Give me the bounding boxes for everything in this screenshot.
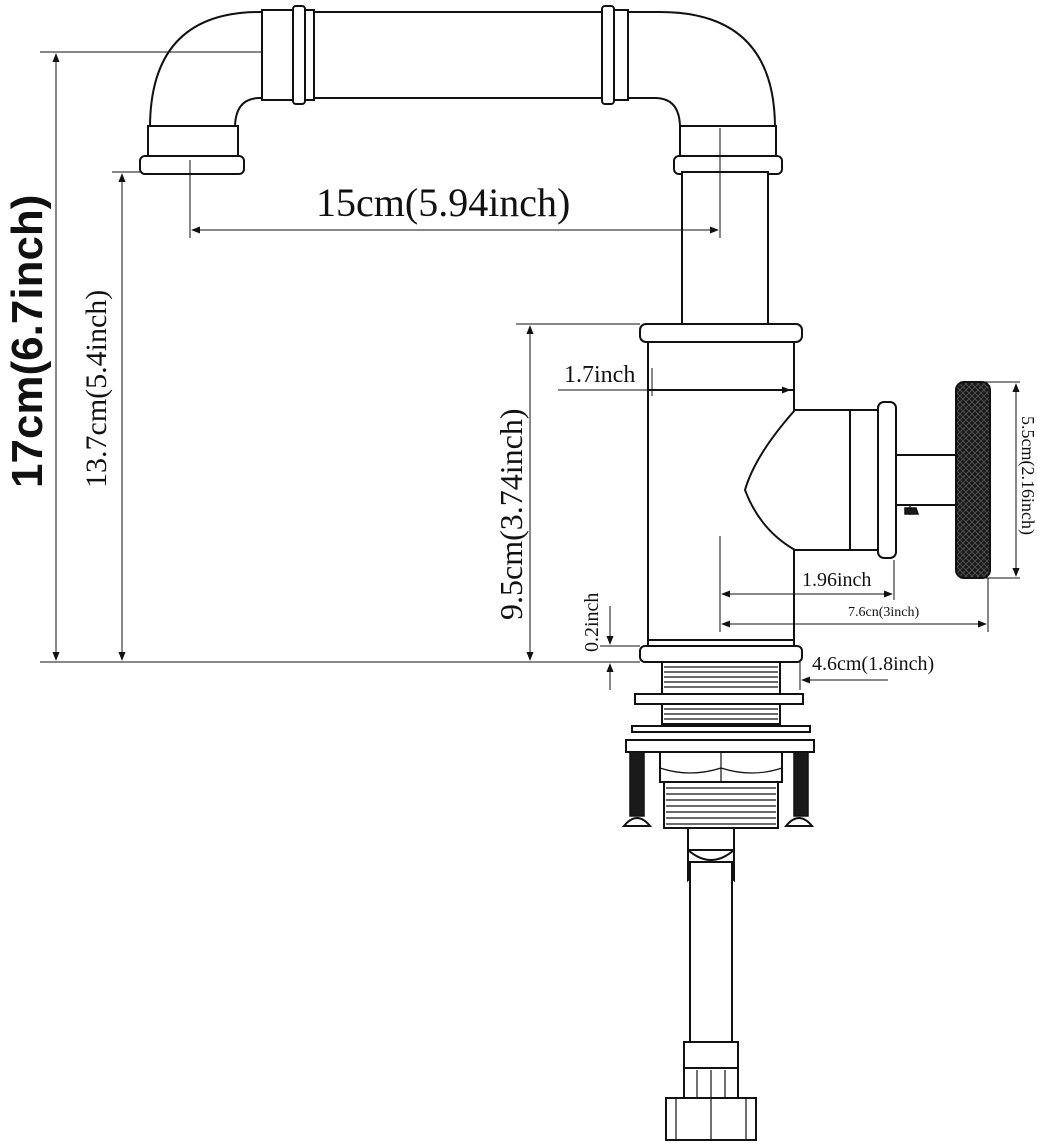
faucet-body [639,323,897,663]
handle-stem [895,454,959,506]
label-base-width: 4.6cm(1.8inch) [812,653,934,675]
mount-bolt-right [793,751,809,817]
body-bottom-rim [639,645,803,663]
body-side-branch [743,409,881,551]
spout-outlet-rim [139,155,245,175]
label-handle-offset: 1.96inch [802,569,871,591]
tail-pipe-top [687,827,735,851]
bolt-cap-right [783,817,815,827]
label-body-width: 1.7inch [564,362,635,388]
dimension-labels: 17cm(6.7inch) 13.7cm(5.4inch) 15cm(5.94i… [3,180,1037,675]
branch-collar [849,409,881,551]
mount-bolt-left [629,751,645,817]
label-body-height: 9.5cm(3.74inch) [493,409,529,621]
spout-top-pipe [148,11,777,129]
label-spout-reach: 15cm(5.94inch) [316,180,570,225]
body-top-collar [647,341,795,391]
branch-rim [877,401,897,559]
spout-coupling-ring-left [292,5,306,105]
hose-ferrule [683,1041,739,1071]
handle-pin [904,507,920,515]
mount-plate [625,739,815,753]
bolt-cap-left [621,817,653,827]
label-spout-height: 13.7cm(5.4inch) [80,290,113,488]
spout-coupling-ring-right [601,5,615,105]
mounting-hardware [621,661,815,1141]
supply-hose [689,861,733,1043]
shank-upper-threads [664,666,778,688]
spout-riser [681,171,769,325]
spout-elbow-collar [679,125,777,157]
spout [139,5,783,325]
label-total-height: 17cm(6.7inch) [3,195,52,488]
handle-knurled-knob [955,381,991,579]
label-handle-span: 7.6cn(3inch) [848,605,919,620]
mount-plate-top [631,725,811,733]
handle [895,381,991,579]
spout-outlet-collar [147,125,239,157]
spout-coupling-left [261,9,315,101]
label-handle-height: 5.5cm(2.16inch) [1017,416,1037,535]
body-top-rim [639,323,803,343]
dimension-lines [40,51,1020,690]
label-base-thickness: 0.2inch [581,593,603,652]
base-washer [634,693,804,705]
shank-lower [663,781,779,829]
